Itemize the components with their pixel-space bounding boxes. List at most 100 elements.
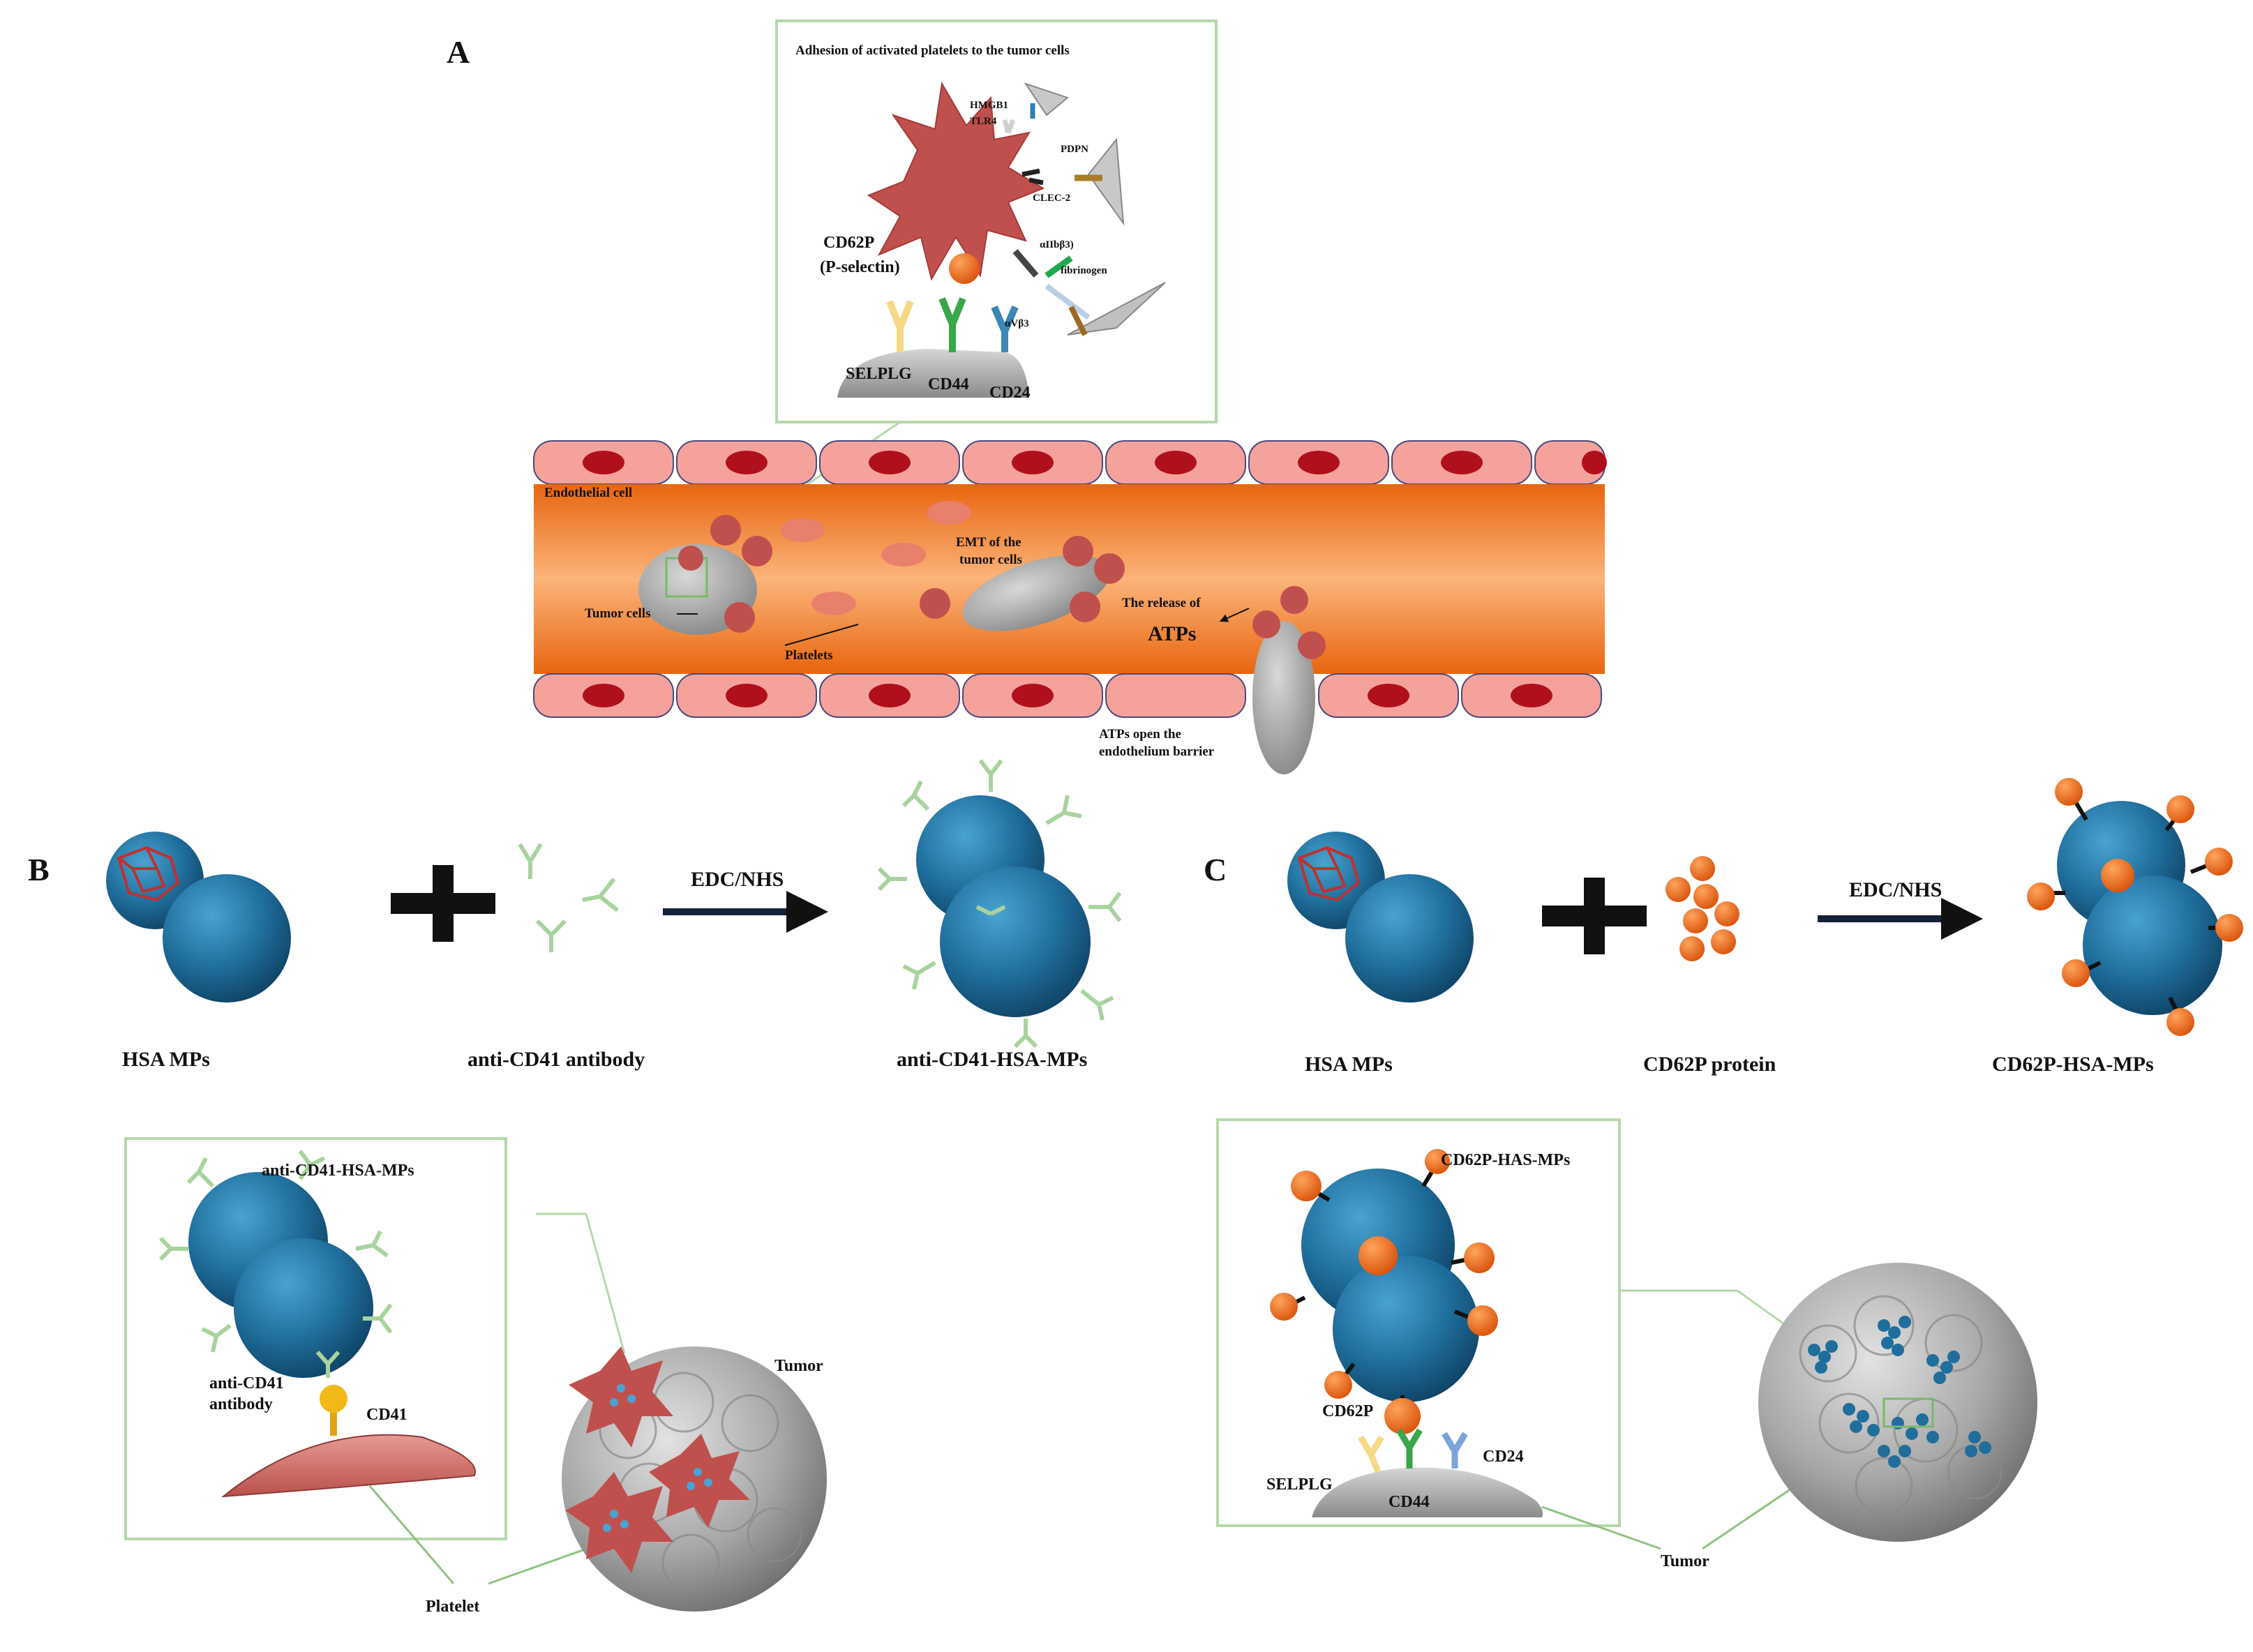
aiib-label: αIIbβ3) bbox=[1040, 239, 1074, 250]
atps-open-label-1: ATPs open the bbox=[1099, 727, 1181, 742]
inset-cd24-receptor bbox=[1442, 1432, 1468, 1469]
tumor-cells-label: Tumor cells bbox=[585, 606, 650, 621]
product-label-b: anti-CD41-HSA-MPs bbox=[897, 1048, 1087, 1071]
avb3-anchor bbox=[1068, 306, 1088, 336]
tumor-platelet-3 bbox=[649, 1434, 750, 1528]
anti-cd41-hsa-mp-product bbox=[877, 759, 1122, 1049]
inset-cd24-label: CD24 bbox=[1483, 1448, 1524, 1466]
protein-label: CD62P protein bbox=[1643, 1053, 1776, 1076]
reagent-label-b: EDC/NHS bbox=[691, 868, 784, 891]
adhesion-inset: Adhesion of activated platelets to the t… bbox=[775, 20, 1218, 423]
cd62p-hsa-mp-product bbox=[2027, 778, 2243, 1036]
extravasating-tumor-cell bbox=[1252, 621, 1315, 774]
cd44-label: CD44 bbox=[928, 375, 969, 393]
emt-tumor-cell bbox=[962, 555, 1110, 631]
hsa-mp-c bbox=[1287, 832, 1474, 1003]
avb3-label: αVβ3 bbox=[1005, 318, 1029, 329]
inset-b-connector-diag bbox=[585, 1213, 626, 1354]
antibody-label: anti-CD41 antibody bbox=[467, 1048, 645, 1071]
cd62p-bead bbox=[949, 253, 980, 284]
platelets-label: Platelets bbox=[785, 648, 833, 663]
tumor-pointer-c1 bbox=[1541, 1505, 1661, 1550]
antibody-group bbox=[518, 843, 619, 952]
inset-selplg-label: SELPLG bbox=[1266, 1475, 1333, 1494]
cd24-label: CD24 bbox=[989, 384, 1031, 402]
tumor-b bbox=[562, 1346, 827, 1612]
red-blood-cells bbox=[780, 501, 971, 615]
panel-a: A Adhesion of activated platelets to the… bbox=[447, 20, 1607, 774]
inset-platelet-surface bbox=[220, 1434, 477, 1498]
clec2-receptor bbox=[1021, 168, 1044, 186]
atp-release-label-2: ATPs bbox=[1148, 622, 1196, 645]
plus-icon-b bbox=[391, 865, 495, 942]
atp-arrow bbox=[1219, 608, 1250, 622]
tumor-c bbox=[1758, 1263, 2037, 1542]
emt-label-2: tumor cells bbox=[959, 553, 1022, 567]
atps-open-label-2: endothelium barrier bbox=[1099, 744, 1215, 759]
platelets-pointer bbox=[784, 624, 859, 646]
cd44-receptor bbox=[938, 297, 966, 352]
tlr4-label: TLR4 bbox=[970, 116, 997, 127]
fibrinogen-ligand bbox=[1045, 255, 1073, 278]
inset-cd62p-label: CD62P bbox=[1322, 1402, 1373, 1420]
cd62p-protein-beads bbox=[1666, 856, 1739, 961]
reagent-label-c: EDC/NHS bbox=[1849, 878, 1942, 901]
hsa-mp-b bbox=[106, 832, 291, 1003]
tumor-label-b: Tumor bbox=[774, 1357, 823, 1375]
cd41-label: CD41 bbox=[366, 1406, 407, 1424]
tumor-wedge-top bbox=[1024, 82, 1070, 117]
inset-c: CD62P-HAS-MPs CD62P SELPLG CD44 CD24 bbox=[1216, 1118, 1621, 1527]
pdpn-label: PDPN bbox=[1061, 144, 1088, 155]
tumor-wedge-bottom bbox=[1067, 282, 1166, 336]
panel-c-letter: C bbox=[1204, 852, 1227, 887]
platelet-pointer-b bbox=[368, 1485, 455, 1584]
platelet-label-b: Platelet bbox=[426, 1598, 479, 1616]
tlr4-receptor bbox=[1002, 119, 1016, 134]
aiib-integrin bbox=[1012, 249, 1039, 278]
hsa-mps-label-c: HSA MPs bbox=[1305, 1053, 1393, 1076]
inset-cd44-label: CD44 bbox=[1389, 1493, 1430, 1511]
tumor-surface bbox=[837, 349, 1029, 398]
product-label-c: CD62P-HSA-MPs bbox=[1992, 1053, 2154, 1076]
tumor-wedge-right bbox=[1087, 137, 1125, 226]
bottom-endothelial-row bbox=[533, 673, 1602, 718]
avb3-integrin bbox=[1045, 283, 1091, 320]
clec2-label: CLEC-2 bbox=[1033, 193, 1070, 204]
selplg-receptor bbox=[886, 300, 914, 352]
hmgb1-label: HMGB1 bbox=[970, 100, 1008, 111]
adhesion-inset-title: Adhesion of activated platelets to the t… bbox=[795, 43, 1070, 58]
fibrinogen-label: fibrinogen bbox=[1061, 265, 1107, 276]
top-endothelial-row bbox=[533, 440, 1607, 485]
inset-tumor-surface bbox=[1312, 1467, 1543, 1517]
inset-product-label-b: anti-CD41-HSA-MPs bbox=[262, 1162, 414, 1180]
inset-cd44-receptor bbox=[1396, 1428, 1423, 1469]
inset-antibody-label-1: anti-CD41 bbox=[209, 1374, 284, 1392]
tumor-platelet-1 bbox=[569, 1346, 673, 1448]
endothelial-cell-label: Endothelial cell bbox=[544, 486, 632, 500]
blood-vessel: Endothelial cell EMT of the tumor cells … bbox=[533, 440, 1607, 774]
hsa-network bbox=[117, 846, 180, 902]
tumor-mp-clusters bbox=[1808, 1316, 1991, 1468]
panel-a-letter: A bbox=[447, 34, 470, 70]
hsa-mps-label-b: HSA MPs bbox=[122, 1048, 210, 1071]
panel-b-letter: B bbox=[28, 852, 50, 887]
selplg-label: SELPLG bbox=[846, 365, 912, 383]
bound-antibody bbox=[315, 1351, 340, 1378]
tumor-c-zoom-box bbox=[1883, 1397, 1934, 1428]
panel-b: B HSA MPs anti-CD41 antibody EDC/NHS bbox=[28, 759, 1122, 1616]
inset-antibody-label-2: antibody bbox=[209, 1395, 273, 1413]
tumor-label-c: Tumor bbox=[1661, 1552, 1709, 1570]
emt-label-1: EMT of the bbox=[956, 535, 1021, 550]
vessel-platelets bbox=[678, 515, 1326, 659]
activated-platelet bbox=[867, 82, 1045, 281]
platelet-pointer-b2 bbox=[488, 1544, 597, 1585]
cd62p-label: CD62P bbox=[823, 234, 874, 252]
cd41-head bbox=[320, 1385, 347, 1413]
atp-release-label-1: The release of bbox=[1122, 596, 1201, 610]
pselectin-label: (P-selectin) bbox=[820, 258, 900, 276]
cd24-receptor bbox=[991, 306, 1019, 352]
inset-b: anti-CD41-HSA-MPs anti-CD41 antibody CD4… bbox=[124, 1137, 507, 1540]
plus-icon-c bbox=[1542, 878, 1647, 954]
tumor-platelet-2 bbox=[565, 1472, 673, 1573]
